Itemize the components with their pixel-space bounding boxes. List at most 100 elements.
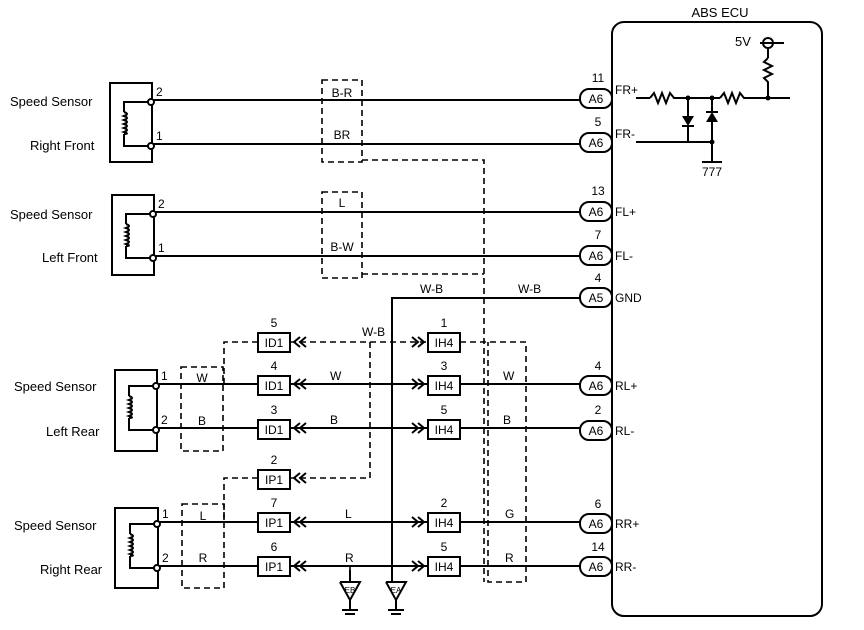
svg-text:2: 2 [271,453,278,467]
shield-box-lr-sensor [180,366,224,452]
svg-text:7: 7 [595,228,602,242]
ground-ea-icon: EA [385,581,408,615]
svg-text:RL+: RL+ [615,379,637,393]
svg-text:IH4: IH4 [435,423,454,437]
ecu-title: ABS ECU [691,5,748,20]
ecu-pin-rr-minus: 14 A6 RR- [579,540,636,577]
svg-text:2: 2 [595,403,602,417]
svg-text:2: 2 [156,85,163,99]
svg-text:5: 5 [595,115,602,129]
svg-text:GND: GND [615,291,642,305]
wire-label-fl-minus: B-W [330,240,354,254]
svg-text:RL-: RL- [615,424,634,438]
svg-text:2: 2 [162,551,169,565]
ecu-input-circuit: 5V 777 [636,34,790,179]
svg-text:A6: A6 [589,136,604,150]
svg-text:1: 1 [161,369,168,383]
svg-text:FL-: FL- [615,249,633,263]
wire-label-fr-minus: BR [334,128,351,142]
svg-text:FR-: FR- [615,127,635,141]
wire-label-fl-plus: L [339,196,346,210]
sensor-lr-label-1: Speed Sensor [14,379,97,394]
svg-text:A6: A6 [589,517,604,531]
wire-label-rr-minus-right: R [505,551,514,565]
svg-text:IH4: IH4 [435,379,454,393]
svg-text:IP1: IP1 [265,560,283,574]
shield-box-rr-sensor [181,503,225,589]
ecu-supply-label: 5V [735,34,751,49]
ecu-pin-gnd: 4 A5 GND [579,271,642,308]
connector-chevrons [292,336,426,572]
svg-text:A6: A6 [589,560,604,574]
ecu-pin-fl-minus: 7 A6 FL- [579,228,633,266]
svg-text:FR+: FR+ [615,83,638,97]
shield-box-fr [321,79,363,163]
connector-ip1-6: 6 IP1 [257,540,291,577]
ground-eb-icon: EB [339,570,362,615]
connector-ih4-2: 2 IH4 [427,496,461,533]
wire-label-rl-minus-left: B [198,414,206,428]
svg-text:A6: A6 [589,249,604,263]
svg-text:A6: A6 [589,424,604,438]
svg-text:5: 5 [271,316,278,330]
svg-text:5: 5 [441,403,448,417]
sensor-rr-label-1: Speed Sensor [14,518,97,533]
svg-text:EB: EB [345,586,356,595]
svg-text:2: 2 [441,496,448,510]
shield-box-fl [321,191,363,279]
wire-label-rl-plus-mid: W [330,369,342,383]
sensor-rf-label-2: Right Front [30,138,95,153]
wire-label-rl-minus-right: B [503,413,511,427]
svg-text:A6: A6 [589,205,604,219]
svg-text:4: 4 [271,359,278,373]
connector-id1-3: 3 ID1 [257,403,291,440]
svg-text:IP1: IP1 [265,516,283,530]
sensor-lf-label-2: Left Front [42,250,98,265]
svg-text:1: 1 [441,316,448,330]
svg-text:6: 6 [271,540,278,554]
wire-label-rr-plus-right: G [505,507,514,521]
sensor-rr-label-2: Right Rear [40,562,103,577]
svg-text:1: 1 [158,241,165,255]
svg-text:IH4: IH4 [435,336,454,350]
wire-label-rr-plus-left: L [200,509,207,523]
wire-label-rl-minus-mid: B [330,413,338,427]
svg-text:2: 2 [158,197,165,211]
wire-label-rr-minus-left: R [199,551,208,565]
svg-text:IH4: IH4 [435,560,454,574]
connector-ih4-5-rl: 5 IH4 [427,403,461,440]
svg-text:IH4: IH4 [435,516,454,530]
sensor-rf-label-1: Speed Sensor [10,94,93,109]
wire-label-rl-plus-right: W [503,369,515,383]
svg-text:13: 13 [591,184,605,198]
sensor-lf-label-1: Speed Sensor [10,207,93,222]
svg-text:ID1: ID1 [265,336,284,350]
svg-text:A6: A6 [589,379,604,393]
ecu-outline [611,21,823,617]
svg-text:2: 2 [161,413,168,427]
svg-text:A5: A5 [589,291,604,305]
ecu-pin-fr-plus: 11 A6 FR+ [579,71,638,109]
wire-label-rl-plus-left: W [196,371,208,385]
connector-ih4-1: 1 IH4 [427,316,461,353]
sensor-right-rear: Speed Sensor Right Rear 1 2 [14,507,169,589]
svg-text:EA: EA [391,586,402,595]
svg-text:RR+: RR+ [615,517,639,531]
ecu-pin-rr-plus: 6 A6 RR+ [579,497,639,534]
svg-text:1: 1 [156,129,163,143]
svg-text:A6: A6 [589,92,604,106]
svg-text:ID1: ID1 [265,379,284,393]
wire-label-gnd-right: W-B [518,282,541,296]
wire-label-rl-shield: W-B [362,325,385,339]
svg-text:4: 4 [595,271,602,285]
sensor-lr-label-2: Left Rear [46,424,100,439]
svg-text:7: 7 [271,496,278,510]
svg-text:14: 14 [591,540,605,554]
svg-text:ID1: ID1 [265,423,284,437]
wire-gnd [391,297,580,582]
svg-text:3: 3 [271,403,278,417]
connector-ip1-7: 7 IP1 [257,496,291,533]
sensor-left-front: Speed Sensor Left Front 2 1 [10,194,165,276]
wire-label-fr-plus: B-R [332,86,353,100]
